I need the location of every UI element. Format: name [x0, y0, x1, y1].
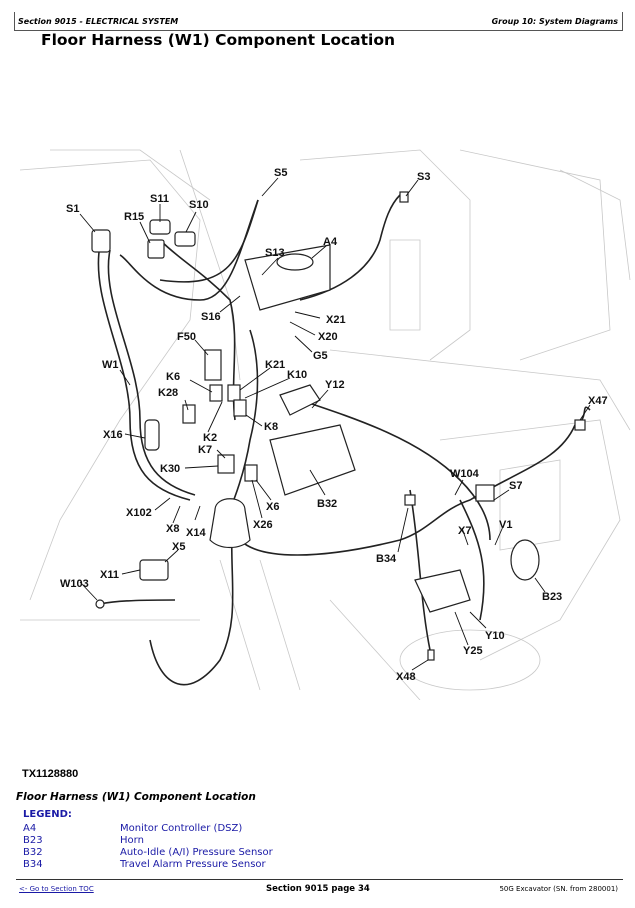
- label-x21: X21: [326, 314, 346, 326]
- x16-connector: [144, 419, 160, 451]
- legend-description: Horn: [120, 835, 144, 846]
- header-group: Group 10: System Diagrams: [491, 17, 618, 26]
- header-section: Section 9015 - ELECTRICAL SYSTEM: [18, 17, 179, 26]
- label-x7: X7: [458, 525, 471, 537]
- legend-code: B23: [23, 835, 43, 846]
- grommet: [209, 498, 251, 549]
- label-b32: B32: [317, 498, 337, 510]
- label-g5: G5: [313, 350, 328, 362]
- harness-diagram: S5 S3 S1 S11 S10 R15 A4 S13 S16 X21 X20 …: [19, 149, 631, 700]
- label-x16: X16: [103, 429, 123, 441]
- label-s1: S1: [66, 203, 79, 215]
- x11-x5-connector: [139, 559, 169, 581]
- label-k30: K30: [160, 463, 180, 475]
- label-x8: X8: [166, 523, 179, 535]
- s11-switch: [149, 219, 171, 235]
- x48-connector: [427, 649, 435, 661]
- label-y25: Y25: [463, 645, 483, 657]
- machine-outline: [19, 149, 631, 700]
- label-y10: Y10: [485, 630, 505, 642]
- label-w1: W1: [102, 359, 119, 371]
- header-right-border: [622, 12, 623, 30]
- legend-code: A4: [23, 823, 37, 834]
- label-b23: B23: [542, 591, 562, 603]
- r15-switch: [147, 239, 165, 259]
- components: [91, 191, 586, 661]
- figure-caption: Floor Harness (W1) Component Location: [16, 791, 256, 803]
- k21-relay: [227, 384, 241, 402]
- label-s13: S13: [265, 247, 285, 259]
- s1-switch: [91, 229, 111, 253]
- legend-code: B32: [23, 847, 43, 858]
- b23-horn: [510, 539, 540, 581]
- label-w104: W104: [450, 468, 480, 480]
- s10-switch: [174, 231, 196, 247]
- legend-description: Monitor Controller (DSZ): [120, 823, 243, 834]
- label-x14: X14: [186, 527, 206, 539]
- legend-description: Travel Alarm Pressure Sensor: [120, 859, 266, 870]
- label-r15: R15: [124, 211, 144, 223]
- label-x48: X48: [396, 671, 416, 683]
- label-b34: B34: [376, 553, 397, 565]
- label-k2: K2: [203, 432, 217, 444]
- label-k8: K8: [264, 421, 278, 433]
- label-x5: X5: [172, 541, 185, 553]
- label-s10: S10: [189, 199, 209, 211]
- label-k6: K6: [166, 371, 180, 383]
- label-s5: S5: [274, 167, 287, 179]
- label-x6: X6: [266, 501, 279, 513]
- legend-item: B32 Auto-Idle (A/I) Pressure Sensor: [23, 847, 273, 858]
- label-f50: F50: [177, 331, 196, 343]
- legend-item: B34 Travel Alarm Pressure Sensor: [23, 859, 266, 870]
- leader-lines: [79, 177, 591, 671]
- label-x47: X47: [588, 395, 608, 407]
- figure-id: TX1128880: [22, 768, 79, 780]
- k8-relay: [233, 399, 247, 417]
- component-labels: S5 S3 S1 S11 S10 R15 A4 S13 S16 X21 X20 …: [60, 167, 608, 683]
- label-k7: K7: [198, 444, 212, 456]
- b32-manifold: [269, 424, 356, 496]
- legend-code: B34: [23, 859, 43, 870]
- label-x11: X11: [100, 569, 119, 581]
- footer-model: 50G Excavator (SN. from 280001): [499, 885, 618, 893]
- w103-terminal: [95, 599, 105, 609]
- f50-fuse: [204, 349, 222, 381]
- footer-page: Section 9015 page 34: [266, 884, 370, 894]
- header-left-border: [14, 12, 15, 30]
- label-k10: K10: [287, 369, 307, 381]
- k10-valve: [279, 384, 321, 416]
- label-x20: X20: [318, 331, 338, 343]
- b34-sensor: [404, 494, 416, 506]
- label-w103: W103: [60, 578, 89, 590]
- label-s11: S11: [150, 193, 169, 205]
- label-y12: Y12: [325, 379, 345, 391]
- header-divider: [14, 30, 623, 31]
- s7-switch: [475, 484, 495, 502]
- label-v1: V1: [499, 519, 512, 531]
- y10-y25-valve: [414, 569, 471, 613]
- section-toc-link[interactable]: <- Go to Section TOC: [19, 885, 94, 893]
- label-k21: K21: [265, 359, 285, 371]
- legend-description: Auto-Idle (A/I) Pressure Sensor: [120, 847, 273, 858]
- legend-title: LEGEND:: [23, 809, 72, 820]
- x6-x26-connector: [244, 464, 258, 482]
- k7-k30-relays: [217, 454, 235, 474]
- x47-connector: [574, 419, 586, 431]
- k28-relay: [182, 404, 196, 424]
- s3-switch: [399, 191, 409, 203]
- label-k28: K28: [158, 387, 178, 399]
- legend-item: B23 Horn: [23, 835, 144, 846]
- label-x102: X102: [126, 507, 152, 519]
- k6-relay: [209, 384, 223, 402]
- legend-item: A4 Monitor Controller (DSZ): [23, 823, 242, 834]
- footer-divider: [16, 879, 623, 880]
- page-title: Floor Harness (W1) Component Location: [41, 31, 396, 49]
- label-x26: X26: [253, 519, 273, 531]
- label-s7: S7: [509, 480, 522, 492]
- label-s16: S16: [201, 311, 221, 323]
- label-a4: A4: [323, 236, 338, 248]
- label-s3: S3: [417, 171, 430, 183]
